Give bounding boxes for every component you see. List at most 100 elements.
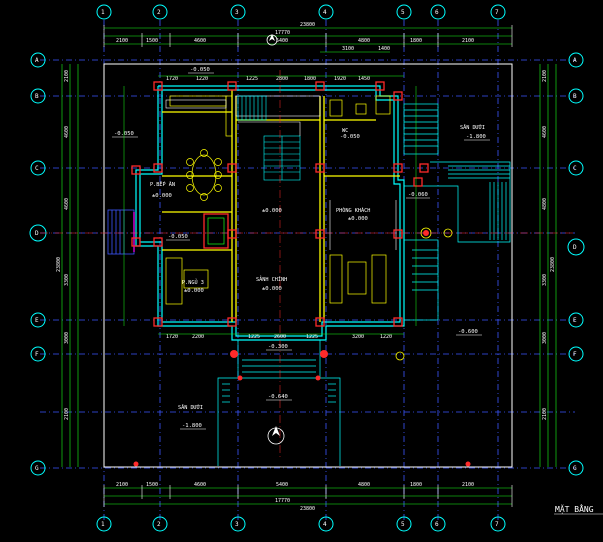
dim-inner-top-7: 1450: [358, 76, 370, 82]
axis-left-a: A: [35, 57, 39, 64]
dim-top-2: 1500: [146, 38, 158, 44]
dim-bottom-4: 5400: [276, 482, 288, 488]
yard-label-right: SÂN DƯỚI: [460, 124, 485, 131]
axis-right-g: G: [573, 465, 577, 472]
room-level-living: ±0.000: [348, 216, 368, 222]
dim-inner-top-6: 1920: [334, 76, 346, 82]
axis-left-b: B: [35, 93, 39, 100]
dimension-lines: [61, 27, 557, 505]
dim-bottom-mid: 17770: [275, 498, 290, 504]
stair-outline: [238, 121, 301, 136]
axis-right-e: E: [573, 317, 577, 324]
main-staircase: [237, 95, 301, 181]
dim-right-4: 3300: [542, 274, 548, 286]
dim-top-total: 23800: [300, 22, 315, 28]
dim-right-1: 2100: [542, 70, 548, 82]
dim-inner-bottom-4: 2600: [274, 334, 286, 340]
dimension-ticks: [103, 25, 513, 507]
dim-right-total: 23800: [550, 257, 556, 272]
center-level: ±0.000: [262, 208, 282, 214]
axis-left-f: F: [35, 351, 39, 358]
axis-left-e: E: [35, 317, 39, 324]
yard-label-left: SÂN DƯỚI: [178, 404, 203, 411]
yard-level-right: -1.800: [466, 134, 486, 140]
dim-left-1: 2100: [64, 70, 70, 82]
room-level-kitchen: ±0.000: [152, 193, 172, 199]
axis-top-2: 2: [157, 9, 161, 16]
axis-bottom-1: 1: [101, 521, 105, 528]
axis-left-g: G: [35, 465, 39, 472]
dim-left-3: 4600: [64, 198, 70, 210]
room-label-bedroom: P.NGỦ 3: [182, 278, 204, 286]
room-label-kitchen: P.BẾP ĂN: [150, 180, 175, 188]
dim-inner-bottom-1: 1720: [166, 334, 178, 340]
dim-left-2: 4600: [64, 126, 70, 138]
dim-right-3: 4800: [542, 198, 548, 210]
axis-bottom-3: 3: [235, 521, 239, 528]
level-right-terrace: -0.060: [408, 192, 428, 198]
dim-top-6: 1800: [410, 38, 422, 44]
axis-right-c: C: [573, 165, 577, 172]
axis-grid: [40, 20, 575, 520]
dim-inner-top-3: 1225: [246, 76, 258, 82]
dim-right-5: 3000: [542, 332, 548, 344]
right-terrace-steps: [403, 103, 511, 321]
dim-left-4: 3300: [64, 274, 70, 286]
dim-inner-bottom-2: 2200: [192, 334, 204, 340]
dim-inner-top-1: 1720: [166, 76, 178, 82]
room-label-living: PHÒNG KHÁCH: [336, 207, 370, 214]
hall-column: [203, 213, 229, 249]
dim-inner-bottom-7: 1220: [380, 334, 392, 340]
axis-right-d: D: [573, 244, 577, 251]
dim-inner-bottom-3: 1225: [248, 334, 260, 340]
axis-left-d: D: [35, 230, 39, 237]
dim-bottom-total: 23800: [300, 506, 315, 512]
dim-top-small-1: 3100: [342, 46, 354, 52]
axis-top-5: 5: [401, 9, 405, 16]
dim-top-7: 2100: [462, 38, 474, 44]
level-hall-left: -0.050: [168, 234, 188, 240]
furniture: [165, 95, 391, 305]
axis-top-1: 1: [101, 9, 105, 16]
north-arrow-icon: [267, 426, 285, 445]
level-right-yard: -0.600: [458, 329, 478, 335]
dim-top-1: 2100: [116, 38, 128, 44]
dim-bottom-7: 2100: [462, 482, 474, 488]
axis-bottom-7: 7: [495, 521, 499, 528]
dim-left-6: 2100: [64, 408, 70, 420]
inner-dimension-lines: [123, 75, 417, 335]
left-side-steps: [107, 209, 135, 255]
dim-top-mid: 17770: [275, 30, 290, 36]
top-entry-arrow-icon: [266, 34, 278, 46]
dim-left-total: 23800: [56, 257, 62, 272]
axis-top-7: 7: [495, 9, 499, 16]
yard-level-left: -1.800: [182, 423, 202, 429]
column-markers: [133, 230, 471, 467]
axis-bottom-2: 2: [157, 521, 161, 528]
dim-inner-bottom-5: 1225: [306, 334, 318, 340]
drawing-title: MẶT BẰNG: [555, 503, 594, 514]
dim-top-small-2: 1400: [378, 46, 390, 52]
level-front-porch: -0.300: [268, 344, 288, 350]
axis-bottom-4: 4: [323, 521, 327, 528]
room-level-main-hall: ±0.000: [262, 286, 282, 292]
dim-inner-top-4: 2800: [276, 76, 288, 82]
white-details: [165, 95, 397, 250]
site-boundary: [103, 63, 513, 468]
axis-bottom-6: 6: [435, 521, 439, 528]
room-label-wc: WC: [342, 128, 348, 134]
dim-bottom-2: 1500: [146, 482, 158, 488]
dim-right-6: 2100: [542, 408, 548, 420]
dim-top-4: 5400: [276, 38, 288, 44]
axis-right-a: A: [573, 57, 577, 64]
dim-top-3: 4600: [194, 38, 206, 44]
dim-top-5: 4800: [358, 38, 370, 44]
axis-top-3: 3: [235, 9, 239, 16]
dim-bottom-1: 2100: [116, 482, 128, 488]
axis-top-6: 6: [435, 9, 439, 16]
level-top-entry: -0.050: [190, 67, 210, 73]
room-label-main-hall: SẢNH CHÍNH: [256, 275, 287, 283]
axis-top-4: 4: [323, 9, 327, 16]
room-level-bedroom: ±0.000: [184, 288, 204, 294]
